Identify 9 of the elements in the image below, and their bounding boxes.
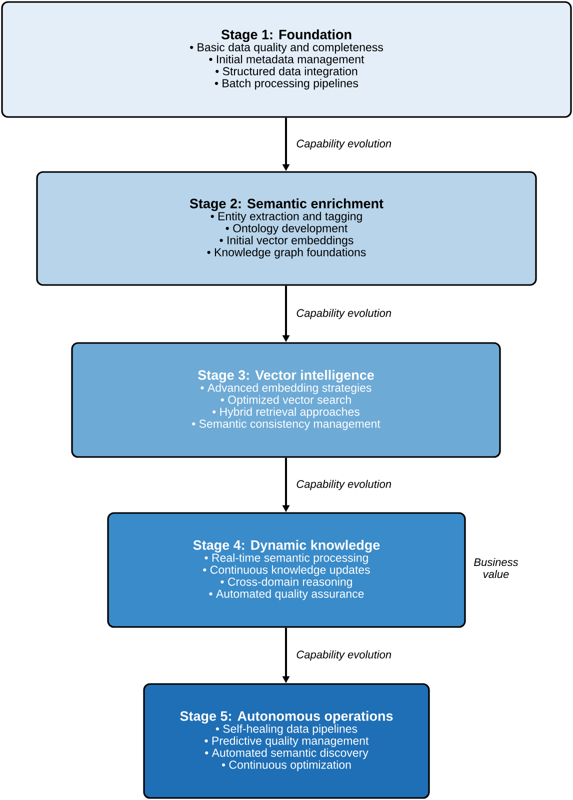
edge-label: Capability evolution (296, 650, 392, 661)
stage-box: Stage 3: Vector intelligence • Advanced embedding strategies • Optimized vector search • Hybrid retrieval approaches • Semantic consistency management (71, 342, 501, 458)
edge-label: Capability evolution (296, 139, 392, 150)
edge-label: Capability evolution (296, 308, 392, 320)
stage-box: Stage 2: Semantic enrichment • Entity extraction and tagging • Ontology development • Initial vector embeddings • Knowledge graph foundations (36, 171, 537, 286)
stage-box: Stage 1: Foundation • Basic data quality and completeness • Initial metadata management • Structured data integration • Batch processing pipelines (1, 1, 572, 118)
stage-box: Stage 5: Autonomous operations • Self-healing data pipelines • Predictive quality management • Automated semantic discovery • Continuous optimization (143, 683, 430, 799)
stage-box: Stage 4: Dynamic knowledge • Real-time semantic processing • Continuous knowledge updates • Cross-domain reasoning • Automated quality assurance (107, 512, 466, 628)
edge-label: Capability evolution (296, 480, 392, 490)
